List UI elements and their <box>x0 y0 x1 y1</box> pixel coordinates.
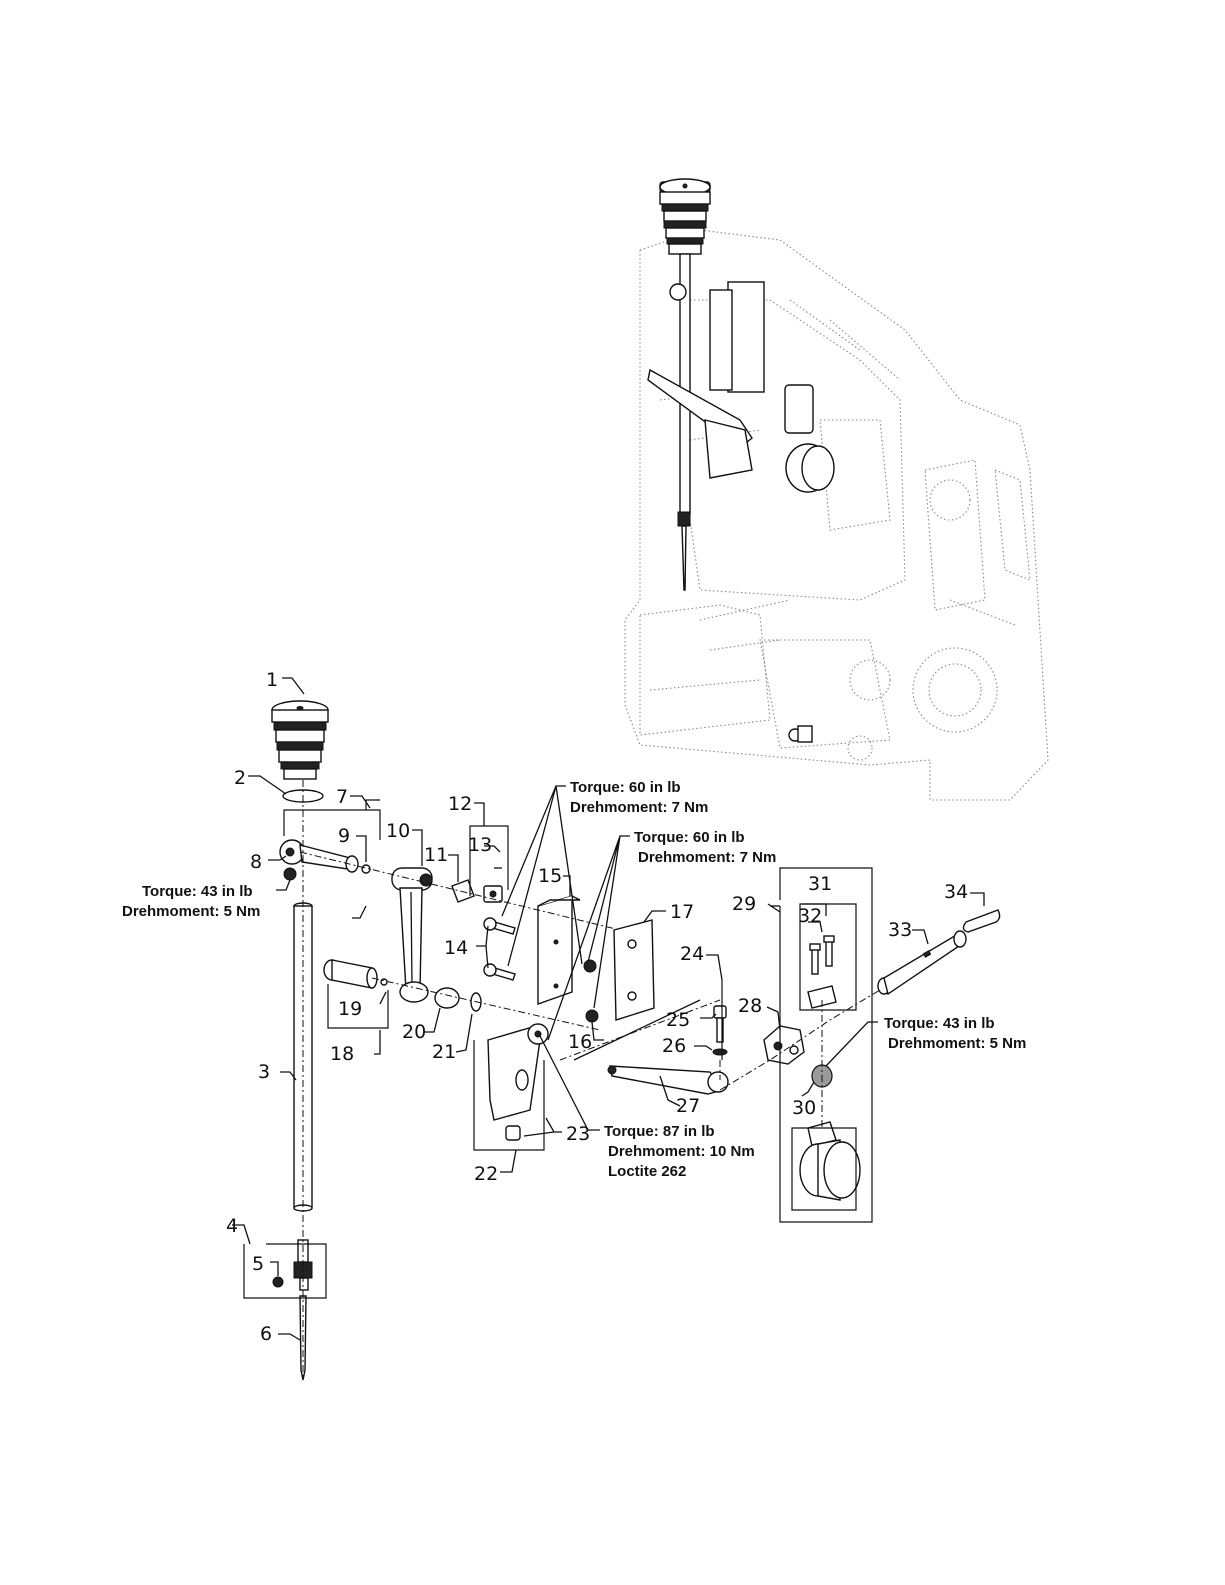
part-7-needle-bar-clamp <box>280 840 370 880</box>
part-31-clamp <box>808 936 836 1008</box>
callout-1: 1 <box>266 669 278 691</box>
callout-8: 8 <box>250 851 262 873</box>
callout-20: 20 <box>402 1021 426 1043</box>
callout-28: 28 <box>738 995 762 1017</box>
overview-needle-assembly <box>648 179 834 742</box>
torque-87-de: Drehmoment: 10 Nm <box>608 1143 755 1160</box>
part-16-screw-b <box>586 1010 598 1022</box>
callout-33: 33 <box>888 919 912 941</box>
center-lines <box>300 780 880 1380</box>
part-29-cylinder <box>800 1122 860 1200</box>
callout-numbers: 1 2 3 4 5 6 7 8 9 10 11 12 13 14 15 16 1… <box>226 669 968 1345</box>
callout-7: 7 <box>336 786 348 808</box>
callout-31: 31 <box>808 873 832 895</box>
part-13-guide-block <box>484 886 502 902</box>
callout-25: 25 <box>666 1009 690 1031</box>
part-25-screw <box>713 1006 727 1055</box>
callout-9: 9 <box>338 825 350 847</box>
part-17-block <box>614 920 654 1020</box>
callout-14: 14 <box>444 937 468 959</box>
callout-19: 19 <box>338 998 362 1020</box>
callout-26: 26 <box>662 1035 686 1057</box>
callout-23: 23 <box>566 1123 590 1145</box>
part-26-washer <box>713 1049 727 1055</box>
part-10-link <box>392 868 432 1002</box>
part-23-pin <box>506 1126 520 1140</box>
callout-5: 5 <box>252 1253 264 1275</box>
callout-34: 34 <box>944 881 968 903</box>
callout-12: 12 <box>448 793 472 815</box>
callout-3: 3 <box>258 1061 270 1083</box>
torque-43-left-de: Drehmoment: 5 Nm <box>122 903 260 920</box>
callout-22: 22 <box>474 1163 498 1185</box>
part-11-slide-block <box>452 880 474 902</box>
callout-17: 17 <box>670 901 694 923</box>
part-18-bushing <box>324 960 387 988</box>
callout-21: 21 <box>432 1041 456 1063</box>
part-20-collar <box>435 988 459 1008</box>
callout-18: 18 <box>330 1043 354 1065</box>
part-5-screw <box>273 1277 283 1287</box>
torque-43-right-de: Drehmoment: 5 Nm <box>888 1035 1026 1052</box>
loctite-note: Loctite 262 <box>608 1163 686 1180</box>
callout-6: 6 <box>260 1323 272 1345</box>
torque-60-b-en: Torque: 60 in lb <box>634 829 745 846</box>
callout-15: 15 <box>538 865 562 887</box>
callout-10: 10 <box>386 820 410 842</box>
callout-2: 2 <box>234 767 246 789</box>
part-34-clip <box>963 910 999 932</box>
machine-overview <box>625 179 1048 800</box>
torque-60-a-de: Drehmoment: 7 Nm <box>570 799 708 816</box>
part-16-screw-a <box>584 960 596 972</box>
callout-30: 30 <box>792 1097 816 1119</box>
callout-16: 16 <box>568 1031 592 1053</box>
torque-43-left-en: Torque: 43 in lb <box>142 883 253 900</box>
part-28-hex-block <box>764 1026 804 1064</box>
callout-11: 11 <box>424 844 448 866</box>
part-4-needle-clamp <box>273 1240 312 1290</box>
callout-29: 29 <box>732 893 756 915</box>
torque-43-right-en: Torque: 43 in lb <box>884 1015 995 1032</box>
callout-27: 27 <box>676 1095 700 1117</box>
part-14-screws <box>484 918 515 980</box>
part-15-guide <box>538 896 580 1004</box>
callout-24: 24 <box>680 943 704 965</box>
part-1-cap <box>272 701 328 779</box>
torque-87-en: Torque: 87 in lb <box>604 1123 715 1140</box>
part-27-lever <box>608 1066 728 1094</box>
torque-60-a-en: Torque: 60 in lb <box>570 779 681 796</box>
callout-13: 13 <box>468 834 492 856</box>
part-22-crank <box>488 1024 548 1140</box>
torque-60-b-de: Drehmoment: 7 Nm <box>638 849 776 866</box>
callout-32: 32 <box>798 905 822 927</box>
callout-4: 4 <box>226 1215 238 1237</box>
